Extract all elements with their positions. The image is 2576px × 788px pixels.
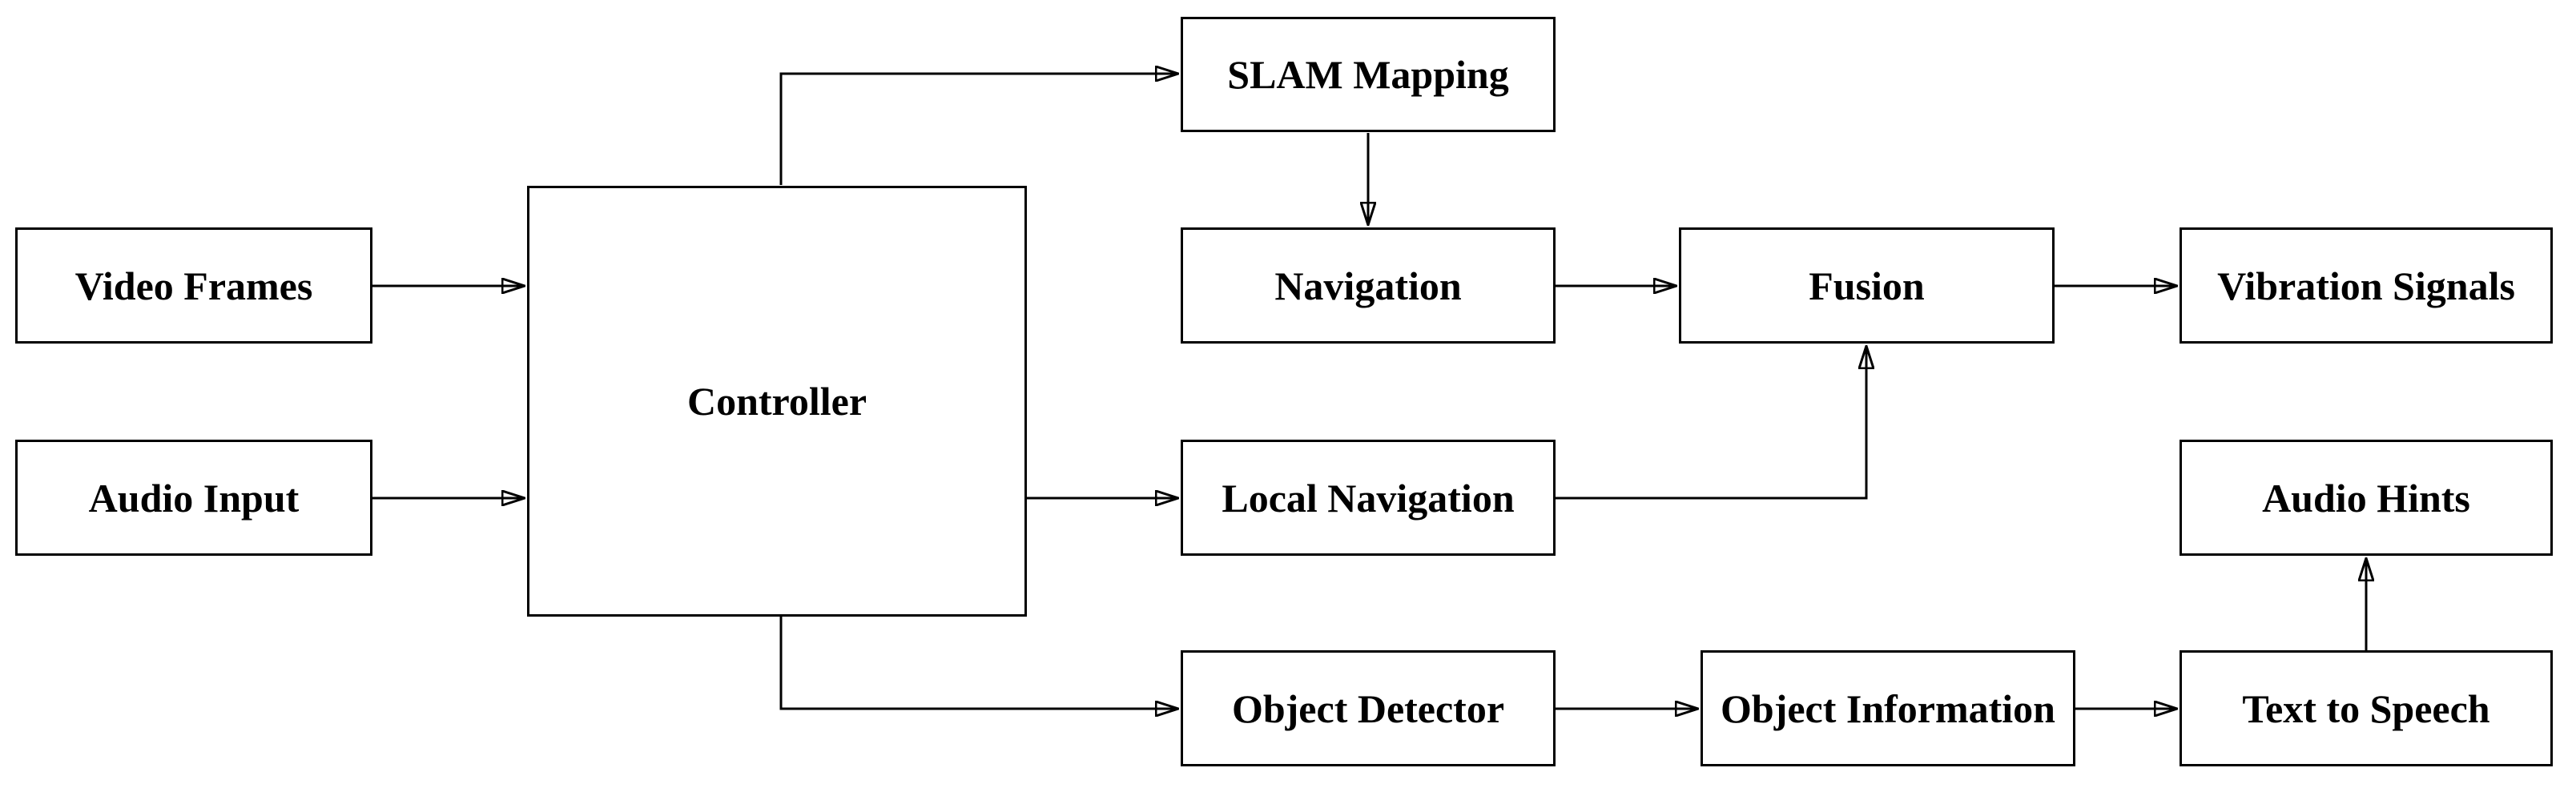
edge-controller-to-object-detector xyxy=(779,616,1178,709)
node-local-navigation-label: Local Navigation xyxy=(1222,475,1515,521)
node-text-to-speech-label: Text to Speech xyxy=(2242,685,2490,731)
edge-controller-to-slam-mapping xyxy=(779,74,1178,185)
node-object-detector-label: Object Detector xyxy=(1231,685,1505,731)
node-navigation: Navigation xyxy=(1181,227,1556,344)
node-audio-hints-label: Audio Hints xyxy=(2262,475,2470,521)
node-video-frames-label: Video Frames xyxy=(74,263,313,308)
node-navigation-label: Navigation xyxy=(1274,263,1462,308)
node-vibration-signals-label: Vibration Signals xyxy=(2217,263,2515,308)
edge-local-navigation-to-fusion xyxy=(1556,346,1866,500)
node-fusion: Fusion xyxy=(1679,227,2055,344)
node-local-navigation: Local Navigation xyxy=(1181,440,1556,556)
node-video-frames: Video Frames xyxy=(15,227,372,344)
node-controller: Controller xyxy=(527,186,1027,617)
node-vibration-signals: Vibration Signals xyxy=(2180,227,2553,344)
node-audio-input: Audio Input xyxy=(15,440,372,556)
node-object-information: Object Information xyxy=(1701,650,2075,766)
node-text-to-speech: Text to Speech xyxy=(2180,650,2553,766)
node-object-detector: Object Detector xyxy=(1181,650,1556,766)
node-audio-hints: Audio Hints xyxy=(2180,440,2553,556)
node-controller-label: Controller xyxy=(686,379,867,424)
node-slam-mapping: SLAM Mapping xyxy=(1181,17,1556,132)
node-object-information-label: Object Information xyxy=(1721,685,2055,731)
node-fusion-label: Fusion xyxy=(1809,263,1925,308)
node-slam-mapping-label: SLAM Mapping xyxy=(1227,52,1509,97)
node-audio-input-label: Audio Input xyxy=(88,475,300,521)
